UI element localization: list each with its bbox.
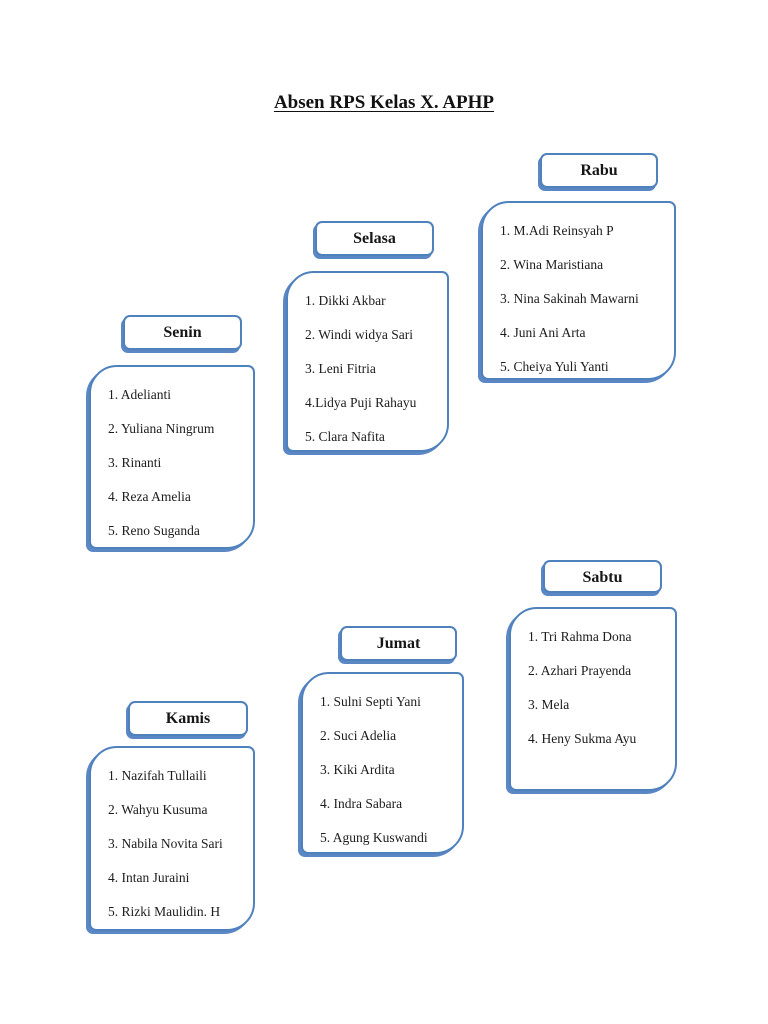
attendee-name: 2. Wahyu Kusuma: [108, 802, 208, 817]
attendee-name: 5. Agung Kuswandi: [320, 830, 428, 845]
attendance-list-rabu: 1. M.Adi Reinsyah P 2. Wina Maristiana 3. …: [483, 203, 674, 386]
attendance-list-kamis: 1. Nazifah Tullaili 2. Wahyu Kusuma 3. Nab…: [91, 748, 253, 931]
attendance-list-sabtu: 1. Tri Rahma Dona 2. Azhari Prayenda 3. Me…: [511, 609, 675, 758]
day-label-selasa: Selasa: [315, 221, 434, 256]
attendance-list-senin: 1. Adelianti 2. Yuliana Ningrum 3. Rinanti…: [91, 367, 253, 550]
attendee-name: 1. M.Adi Reinsyah P: [500, 223, 614, 238]
attendee-name: 4. Reza Amelia: [108, 489, 191, 504]
attendee-name: 5. Clara Nafita: [305, 429, 385, 444]
attendance-box-jumat: 1. Sulni Septi Yani 2. Suci Adelia 3. Kiki…: [301, 672, 464, 854]
attendee-name: 4. Heny Sukma Ayu: [528, 731, 637, 746]
attendance-list-selasa: 1. Dikki Akbar 2. Windi widya Sari 3. Leni…: [288, 273, 447, 456]
attendee-name: 4. Intan Juraini: [108, 870, 190, 885]
day-label-kamis: Kamis: [128, 701, 248, 736]
attendee-name: 3. Rinanti: [108, 455, 162, 470]
attendee-name: 1. Adelianti: [108, 387, 171, 402]
attendee-name: 2. Yuliana Ningrum: [108, 421, 215, 436]
page-title: Absen RPS Kelas X. APHP: [273, 92, 495, 113]
attendee-name: 4. Juni Ani Arta: [500, 325, 586, 340]
attendee-name: 3. Mela: [528, 697, 570, 712]
attendee-name: 1. Nazifah Tullaili: [108, 768, 207, 783]
attendee-name: 2. Suci Adelia: [320, 728, 397, 743]
attendee-name: 2. Windi widya Sari: [305, 327, 413, 342]
attendance-box-senin: 1. Adelianti 2. Yuliana Ningrum 3. Rinanti…: [89, 365, 255, 549]
attendee-name: 4. Indra Sabara: [320, 796, 403, 811]
attendance-box-kamis: 1. Nazifah Tullaili 2. Wahyu Kusuma 3. Nab…: [89, 746, 255, 931]
attendee-name: 3. Nabila Novita Sari: [108, 836, 223, 851]
day-label-jumat: Jumat: [340, 626, 457, 661]
attendee-name: 1. Tri Rahma Dona: [528, 629, 632, 644]
day-label-sabtu: Sabtu: [543, 560, 662, 593]
attendee-name: 4.Lidya Puji Rahayu: [305, 395, 417, 410]
attendee-name: 1. Dikki Akbar: [305, 293, 386, 308]
day-label-rabu: Rabu: [540, 153, 658, 188]
attendance-list-jumat: 1. Sulni Septi Yani 2. Suci Adelia 3. Kiki…: [303, 674, 462, 857]
attendance-box-selasa: 1. Dikki Akbar 2. Windi widya Sari 3. Leni…: [286, 271, 449, 452]
attendee-name: 2. Azhari Prayenda: [528, 663, 632, 678]
attendance-box-sabtu: 1. Tri Rahma Dona 2. Azhari Prayenda 3. Me…: [509, 607, 677, 791]
attendee-name: 3. Leni Fitria: [305, 361, 376, 376]
attendee-name: 3. Kiki Ardita: [320, 762, 395, 777]
attendee-name: 5. Rizki Maulidin. H: [108, 904, 221, 919]
attendee-name: 2. Wina Maristiana: [500, 257, 604, 272]
attendee-name: 3. Nina Sakinah Mawarni: [500, 291, 639, 306]
attendee-name: 5. Cheiya Yuli Yanti: [500, 359, 609, 374]
day-label-senin: Senin: [123, 315, 242, 350]
attendee-name: 1. Sulni Septi Yani: [320, 694, 421, 709]
attendee-name: 5. Reno Suganda: [108, 523, 200, 538]
attendance-box-rabu: 1. M.Adi Reinsyah P 2. Wina Maristiana 3. …: [481, 201, 676, 380]
